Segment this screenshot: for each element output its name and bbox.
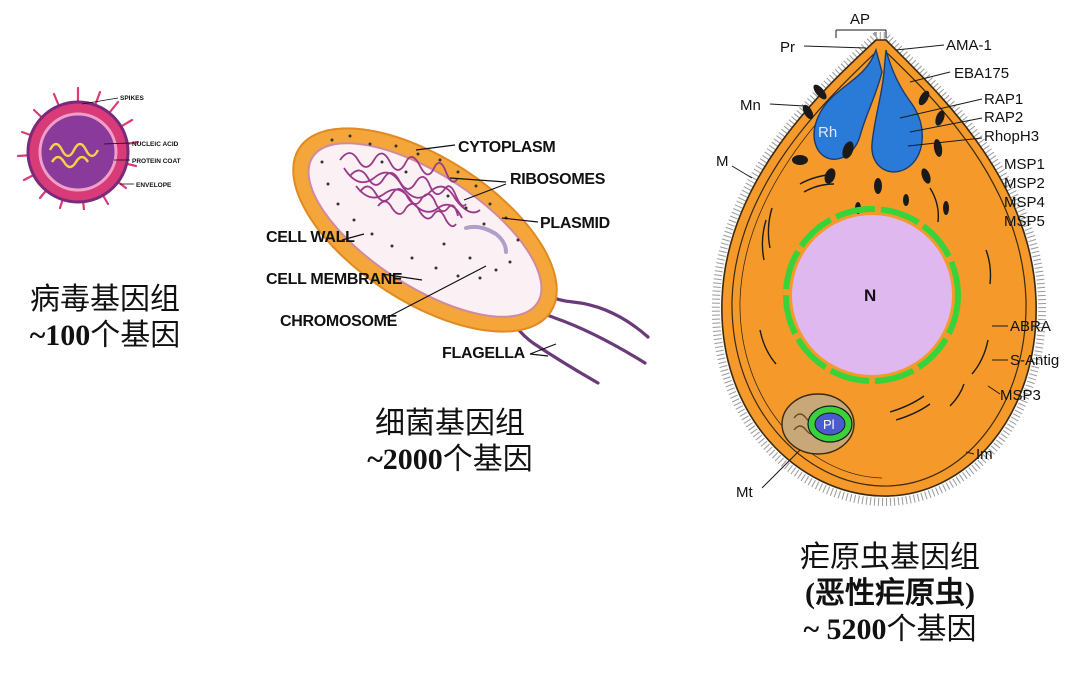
label-ribosomes: RIBOSOMES [510, 171, 606, 188]
virus-panel: SPIKES NUCLEIC ACID PROTEIN COAT ENVELOP… [0, 80, 200, 210]
bacterium-illustration: CYTOPLASM RIBOSOMES PLASMID CELL WALL CE… [240, 100, 660, 390]
label-im: Im [976, 446, 993, 463]
label-ama1: AMA-1 [946, 37, 992, 54]
label-eba175: EBA175 [954, 65, 1009, 82]
virus-label-nucleic-acid: NUCLEIC ACID [132, 141, 179, 148]
label-mt: Mt [736, 484, 753, 501]
label-flagella: FLAGELLA [442, 345, 526, 362]
bacterium-caption-title: 细菌基因组 [330, 406, 570, 442]
virus-label-spikes: SPIKES [120, 95, 145, 102]
label-rap2: RAP2 [984, 109, 1023, 126]
label-rhoph3: RhopH3 [984, 128, 1039, 145]
virus-illustration: SPIKES NUCLEIC ACID PROTEIN COAT ENVELOP… [0, 80, 200, 210]
parasite-caption-count: ~ 5200个基因 [760, 612, 1020, 648]
label-msp5: MSP5 [1004, 213, 1045, 230]
label-n: N [864, 286, 876, 305]
label-msp4: MSP4 [1004, 194, 1045, 211]
virus-protein-coat [40, 114, 116, 190]
label-msp3: MSP3 [1000, 387, 1041, 404]
virus-label-protein-coat: PROTEIN COAT [132, 158, 181, 165]
label-abra: ABRA [1010, 318, 1051, 335]
label-msp1: MSP1 [1004, 156, 1045, 173]
label-rh: Rh [818, 124, 837, 141]
parasite-caption-title: 疟原虫基因组 [760, 540, 1020, 576]
parasite-caption-species: (恶性疟原虫) [760, 576, 1020, 612]
label-cell-membrane: CELL MEMBRANE [266, 271, 403, 288]
virus-caption: 病毒基因组 ~100个基因 [0, 282, 210, 354]
bacterium-panel: CYTOPLASM RIBOSOMES PLASMID CELL WALL CE… [240, 100, 660, 390]
bacterium-caption: 细菌基因组 ~2000个基因 [330, 406, 570, 478]
label-pr: Pr [780, 39, 795, 56]
label-cytoplasm: CYTOPLASM [458, 139, 555, 156]
label-mn: Mn [740, 97, 761, 114]
bacterium-caption-count: ~2000个基因 [330, 442, 570, 478]
label-msp2: MSP2 [1004, 175, 1045, 192]
label-pl: Pl [823, 417, 835, 432]
virus-caption-title: 病毒基因组 [0, 282, 210, 318]
parasite-caption: 疟原虫基因组 (恶性疟原虫) ~ 5200个基因 [760, 540, 1020, 648]
label-chromosome: CHROMOSOME [280, 313, 398, 330]
parasite-panel: AP Pr AMA-1 EBA175 Mn RAP1 RAP2 RhopH3 R… [700, 0, 1080, 525]
label-ap: AP [850, 11, 870, 28]
label-cell-wall: CELL WALL [266, 229, 355, 246]
label-s-antigen: S-Antig [1010, 352, 1059, 369]
label-plasmid: PLASMID [540, 215, 610, 232]
label-m: M [716, 153, 729, 170]
virus-label-envelope: ENVELOPE [136, 182, 172, 189]
virus-caption-count: ~100个基因 [0, 318, 210, 354]
label-rap1: RAP1 [984, 91, 1023, 108]
parasite-illustration: AP Pr AMA-1 EBA175 Mn RAP1 RAP2 RhopH3 R… [700, 0, 1080, 525]
